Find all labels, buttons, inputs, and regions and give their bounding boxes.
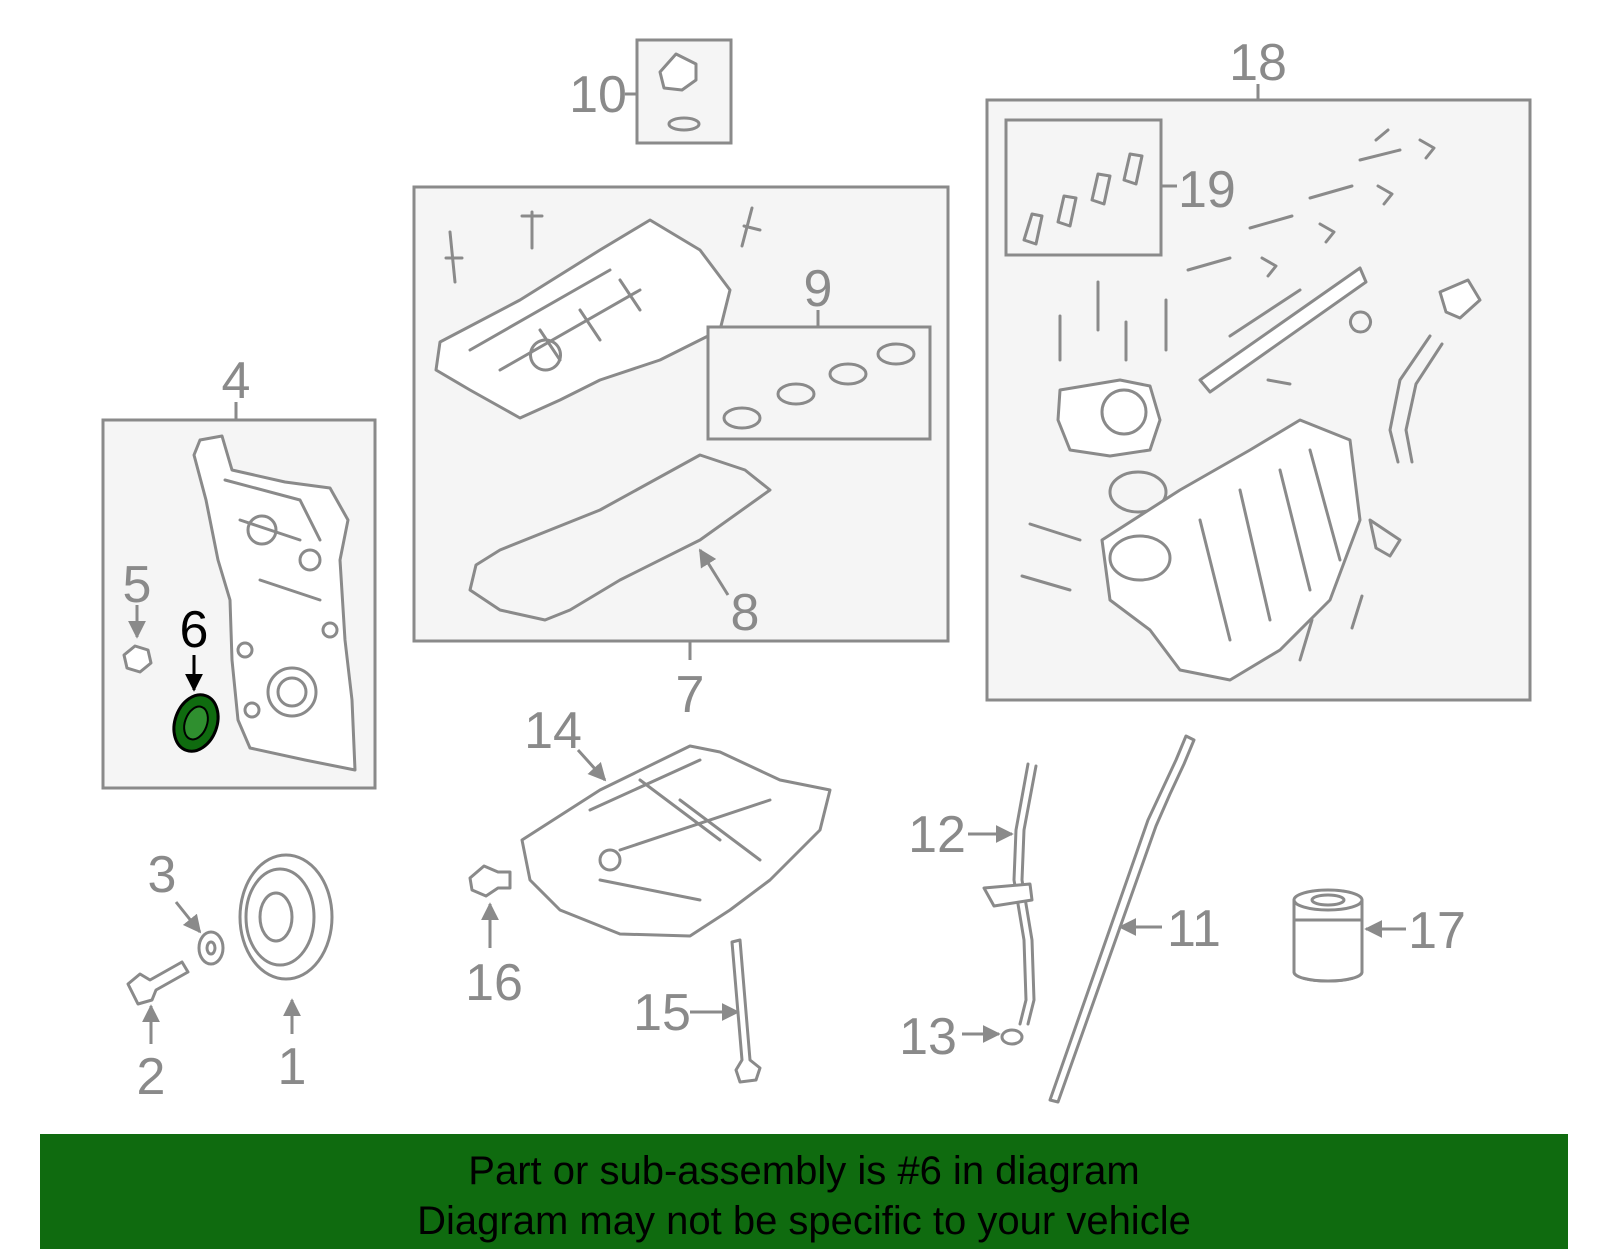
part-1-crank-pulley[interactable]: [238, 853, 334, 981]
part-16-drain-plug[interactable]: [468, 864, 512, 898]
part-12-dipstick-tube[interactable]: [1012, 762, 1038, 1026]
part-2-bolt[interactable]: [126, 960, 190, 1006]
info-banner: Part or sub-assembly is #6 in diagram Di…: [40, 1134, 1568, 1249]
callout-4[interactable]: 4: [222, 352, 251, 410]
callout-6[interactable]: 6: [180, 601, 209, 659]
part-5-nut[interactable]: [122, 644, 153, 674]
timing-cover-group: 4 5 6: [101, 352, 377, 790]
dipstick-group: 12 13 11 17: [899, 734, 1466, 1104]
crank-pulley-group: 1 2 3: [126, 846, 334, 1106]
part-6-seal-highlighted[interactable]: [166, 689, 225, 758]
callout-15[interactable]: 15: [633, 984, 691, 1042]
callout-7[interactable]: 7: [676, 666, 705, 724]
callout-12[interactable]: 12: [908, 806, 966, 864]
callout-17[interactable]: 17: [1408, 902, 1466, 960]
callout-2[interactable]: 2: [137, 1048, 166, 1106]
part-18-throttle-body[interactable]: [1056, 378, 1162, 458]
part-3-washer[interactable]: [197, 930, 225, 966]
callout-5[interactable]: 5: [123, 556, 152, 614]
valve-cover-part[interactable]: [434, 218, 732, 420]
part-9-seal-b[interactable]: [776, 382, 816, 406]
part-14-oil-pan[interactable]: [520, 744, 832, 938]
banner-line-disclaimer: Diagram may not be specific to your vehi…: [417, 1199, 1191, 1243]
callout-16[interactable]: 16: [465, 954, 523, 1012]
group-box-9: [706, 325, 932, 441]
callout-19[interactable]: 19: [1178, 161, 1236, 219]
callout-11[interactable]: 11: [1167, 900, 1221, 958]
callout-10[interactable]: 10: [569, 66, 627, 124]
group-box-10: [635, 38, 733, 145]
callout-13[interactable]: 13: [899, 1008, 957, 1066]
part-9-seal-a[interactable]: [722, 406, 762, 430]
group-box-19: [1004, 118, 1163, 257]
part-17-oil-filter[interactable]: [1292, 888, 1364, 983]
callout-14[interactable]: 14: [524, 702, 582, 760]
part-9-seal-d[interactable]: [876, 342, 916, 366]
part-18-intake-manifold[interactable]: [1100, 418, 1362, 682]
callout-18[interactable]: 18: [1229, 34, 1287, 92]
part-10-oil-cap[interactable]: [658, 52, 698, 92]
part-15-bolt[interactable]: [730, 938, 762, 1084]
callout-9[interactable]: 9: [804, 260, 833, 318]
callout-3[interactable]: 3: [148, 846, 177, 904]
valve-cover-group: 7 9 8: [412, 185, 950, 724]
banner-line-part: Part or sub-assembly is #6 in diagram: [468, 1149, 1140, 1193]
part-19-seals[interactable]: [1022, 152, 1144, 246]
intake-group: 18 19: [985, 34, 1532, 702]
callout-1[interactable]: 1: [278, 1038, 307, 1096]
part-13-o-ring[interactable]: [1000, 1028, 1024, 1046]
part-9-seal-c[interactable]: [828, 362, 868, 386]
oil-cap-group: 10: [569, 38, 733, 145]
part-8-gasket[interactable]: [468, 453, 772, 622]
oil-pan-group: 14 16 15: [465, 702, 832, 1084]
callout-8[interactable]: 8: [731, 584, 760, 642]
